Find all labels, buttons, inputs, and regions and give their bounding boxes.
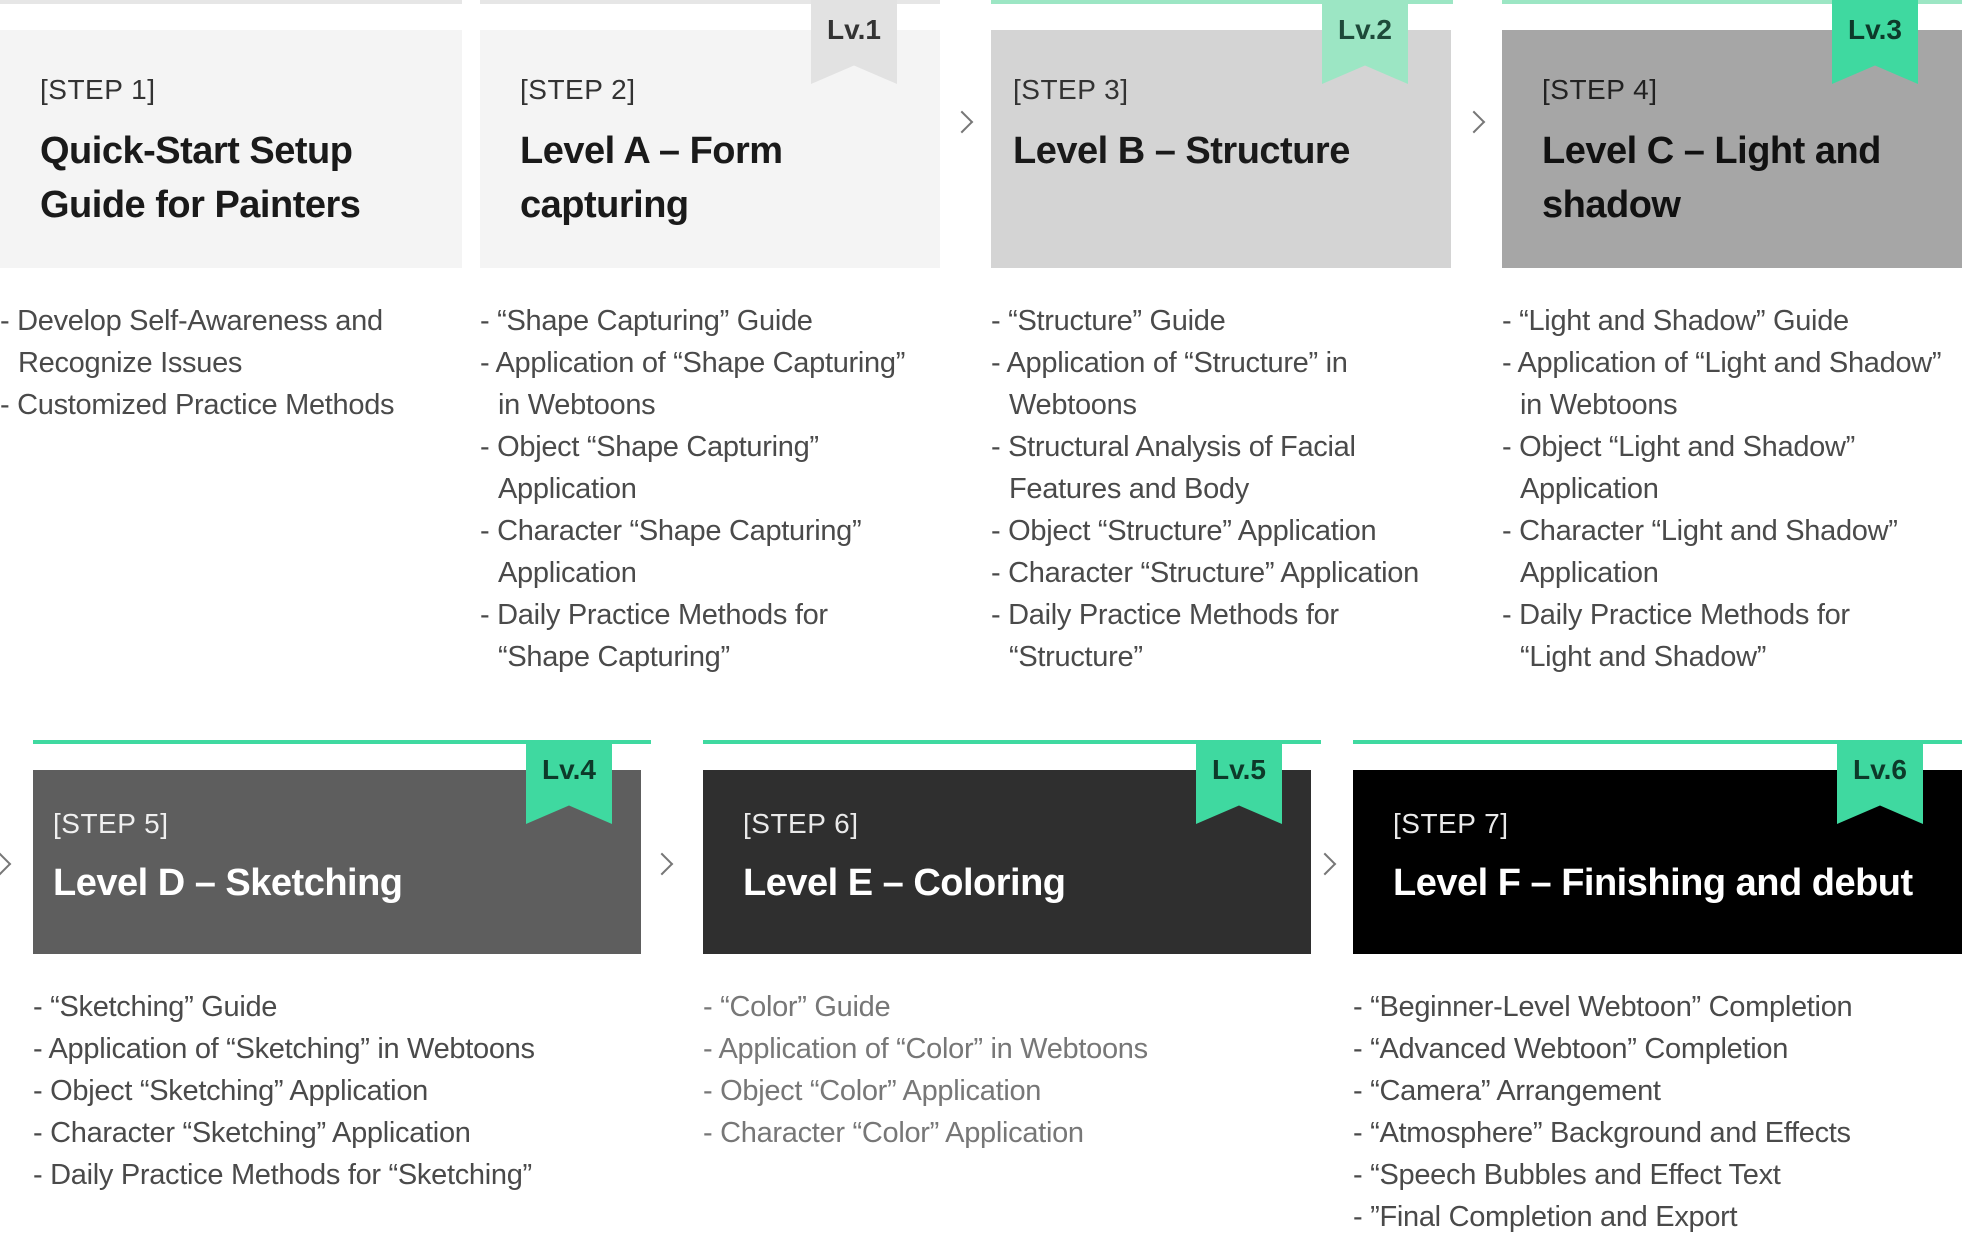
step-2-card: [STEP 2] Level A – Form capturing xyxy=(480,30,940,268)
step-7-label: [STEP 7] xyxy=(1393,808,1509,839)
step-2: [STEP 2] Level A – Form capturing Lv.1 -… xyxy=(480,0,940,700)
step-5: [STEP 5] Level D – Sketching Lv.4 - “Ske… xyxy=(33,740,651,1240)
step-6-label: [STEP 6] xyxy=(743,808,859,839)
list-item: - Daily Practice Methods for “Structure” xyxy=(991,599,1339,673)
step-1-card: [STEP 1] Quick-Start Setup Guide for Pai… xyxy=(0,30,462,268)
list-item: - “Structure” Guide xyxy=(991,305,1226,337)
step-4-title: Level C – Light and shadow xyxy=(1542,130,1881,226)
step-4: [STEP 4] Level C – Light and shadow Lv.3… xyxy=(1502,0,1962,700)
list-item: - Application of “Structure” in Webtoons xyxy=(991,347,1348,421)
list-item: - Object “Structure” Application xyxy=(991,515,1377,547)
list-item: - “Light and Shadow” Guide xyxy=(1502,305,1849,337)
step-6-item-list: - “Color” Guide - Application of “Color”… xyxy=(703,986,1303,1154)
step-5-top-line xyxy=(33,740,651,744)
level-badge-1-text: Lv.1 xyxy=(827,14,881,45)
list-item: - Object “Color” Application xyxy=(703,1075,1042,1107)
step-2-item-list: - “Shape Capturing” Guide - Application … xyxy=(480,300,910,678)
list-item: - “Sketching” Guide xyxy=(33,991,278,1023)
list-item: - Application of “Sketching” in Webtoons xyxy=(33,1033,535,1065)
list-item: - Daily Practice Methods for “Sketching” xyxy=(33,1159,532,1191)
step-1-top-line xyxy=(0,0,462,4)
list-item: - Structural Analysis of Facial Features… xyxy=(991,431,1356,505)
list-item: - “Atmosphere” Background and Effects xyxy=(1353,1117,1851,1149)
chevron-right-icon xyxy=(0,852,12,876)
list-item: - Customized Practice Methods xyxy=(0,389,395,421)
step-7-title: Level F – Finishing and debut xyxy=(1393,862,1913,904)
level-badge-3-text: Lv.3 xyxy=(1848,14,1902,45)
list-item: - ”Final Completion and Export xyxy=(1353,1201,1738,1233)
step-1-title: Quick-Start Setup Guide for Painters xyxy=(40,130,361,226)
list-item: - Daily Practice Methods for “Light and … xyxy=(1502,599,1850,673)
list-item: - “Color” Guide xyxy=(703,991,891,1023)
list-item: - Develop Self-Awareness and Recognize I… xyxy=(0,305,383,379)
level-badge-5-text: Lv.5 xyxy=(1212,754,1266,785)
level-badge-6-text: Lv.6 xyxy=(1853,754,1907,785)
step-5-title: Level D – Sketching xyxy=(53,862,403,904)
list-item: - Application of “Color” in Webtoons xyxy=(703,1033,1148,1065)
step-1-item-list: - Develop Self-Awareness and Recognize I… xyxy=(0,300,440,426)
step-2-top-line xyxy=(480,0,940,4)
step-1-label: [STEP 1] xyxy=(40,74,156,105)
step-2-label: [STEP 2] xyxy=(520,74,636,105)
step-3-item-list: - “Structure” Guide - Application of “St… xyxy=(991,300,1461,678)
step-7-item-list: - “Beginner-Level Webtoon” Completion - … xyxy=(1353,986,1953,1238)
list-item: - Character “Sketching” Application xyxy=(33,1117,471,1149)
step-3-top-line xyxy=(991,0,1453,4)
step-4-card: [STEP 4] Level C – Light and shadow xyxy=(1502,30,1962,268)
list-item: - “Beginner-Level Webtoon” Completion xyxy=(1353,991,1853,1023)
step-7: [STEP 7] Level F – Finishing and debut L… xyxy=(1353,740,1962,1240)
step-2-title: Level A – Form capturing xyxy=(520,130,783,226)
step-3-card: [STEP 3] Level B – Structure xyxy=(991,30,1451,268)
list-item: - “Camera” Arrangement xyxy=(1353,1075,1661,1107)
list-item: - Application of “Shape Capturing” in We… xyxy=(480,347,906,421)
list-item: - Object “Shape Capturing” Application xyxy=(480,431,819,505)
list-item: - Character “Structure” Application xyxy=(991,557,1419,589)
step-3-label: [STEP 3] xyxy=(1013,74,1129,105)
chevron-right-icon xyxy=(650,852,674,876)
step-1: [STEP 1] Quick-Start Setup Guide for Pai… xyxy=(0,0,462,700)
list-item: - “Advanced Webtoon” Completion xyxy=(1353,1033,1789,1065)
step-5-item-list: - “Sketching” Guide - Application of “Sk… xyxy=(33,986,633,1196)
step-3: [STEP 3] Level B – Structure Lv.2 - “Str… xyxy=(991,0,1453,700)
list-item: - Application of “Light and Shadow” in W… xyxy=(1502,347,1942,421)
list-item: - Object “Sketching” Application xyxy=(33,1075,428,1107)
chevron-right-icon xyxy=(950,110,974,134)
step-5-label: [STEP 5] xyxy=(53,808,169,839)
step-6: [STEP 6] Level E – Coloring Lv.5 - “Colo… xyxy=(703,740,1321,1240)
list-item: - “Shape Capturing” Guide xyxy=(480,305,813,337)
step-4-top-line xyxy=(1502,0,1962,4)
list-item: - Character “Color” Application xyxy=(703,1117,1084,1149)
level-badge-1: Lv.1 xyxy=(811,0,897,84)
list-item: - Character “Shape Capturing” Applicatio… xyxy=(480,515,862,589)
chevron-right-icon xyxy=(1462,110,1486,134)
step-4-item-list: - “Light and Shadow” Guide - Application… xyxy=(1502,300,1957,678)
level-badge-6: Lv.6 xyxy=(1837,740,1923,824)
step-6-title: Level E – Coloring xyxy=(743,862,1066,904)
level-badge-4-text: Lv.4 xyxy=(542,754,596,785)
step-6-top-line xyxy=(703,740,1321,744)
level-badge-2-text: Lv.2 xyxy=(1338,14,1392,45)
step-3-title: Level B – Structure xyxy=(1013,130,1350,172)
list-item: - Object “Light and Shadow” Application xyxy=(1502,431,1855,505)
list-item: - Character “Light and Shadow” Applicati… xyxy=(1502,515,1898,589)
step-4-label: [STEP 4] xyxy=(1542,74,1658,105)
list-item: - Daily Practice Methods for “Shape Capt… xyxy=(480,599,828,673)
list-item: - “Speech Bubbles and Effect Text xyxy=(1353,1159,1781,1191)
step-7-top-line xyxy=(1353,740,1962,744)
